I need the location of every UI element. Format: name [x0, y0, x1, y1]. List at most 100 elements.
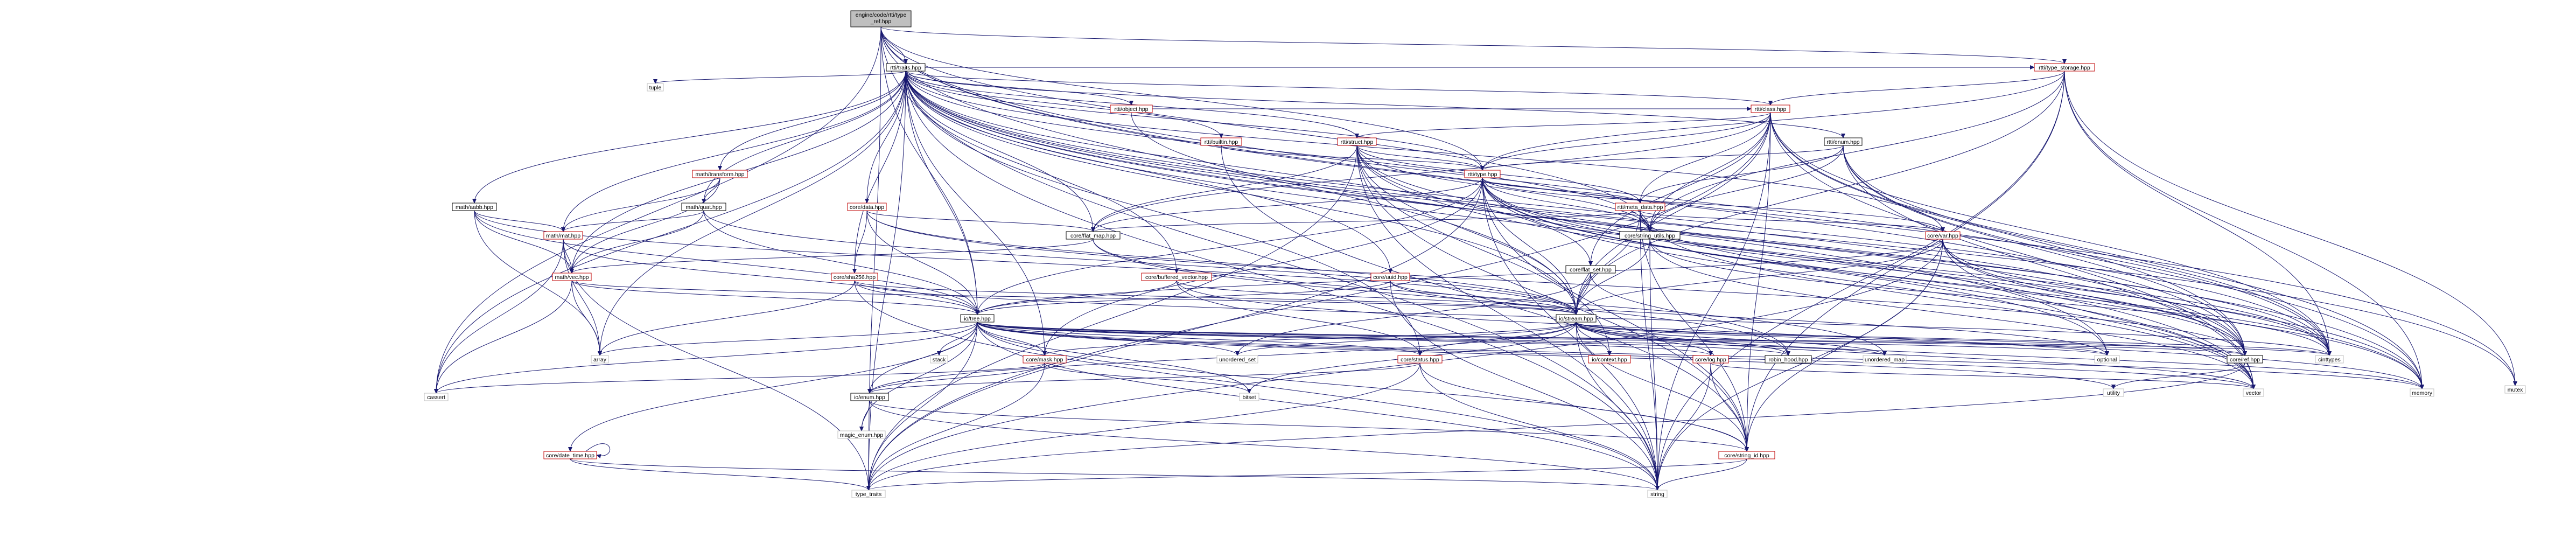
node-robin-hood[interactable]: robin_hood.hpp: [1765, 355, 1812, 364]
edge-rtti_meta-to-core_flat_map: [1091, 210, 1641, 232]
node-core-string-utils[interactable]: core/string_utils.hpp: [1619, 231, 1681, 240]
node-label: cassert: [427, 394, 445, 401]
edge-core_uuid-to-io_stream: [1390, 280, 1578, 315]
edge-io_tree-to-robin_hood: [977, 322, 1790, 356]
node-box: [1023, 355, 1067, 364]
edge-root-to-string: [880, 26, 1660, 491]
node-io-enum[interactable]: io/enum.hpp: [850, 393, 889, 401]
node-label: core/string_id.hpp: [1724, 452, 1769, 459]
edge-core_string_utils-to-vector: [1649, 239, 2256, 389]
node-traits[interactable]: rtti/traits.hpp: [886, 63, 926, 72]
edge-rtti_class-to-vector: [1770, 112, 2256, 389]
edge-math_vec-to-cassert: [434, 280, 572, 394]
node-label: io/enum.hpp: [854, 394, 885, 401]
edge-math_aabb-to-io_stream: [474, 210, 1578, 315]
node-core-flat-set[interactable]: core/flat_set.hpp: [1565, 265, 1616, 274]
edge-type_storage-to-memory: [2064, 71, 2424, 389]
node-core-log[interactable]: core/log.hpp: [1692, 355, 1729, 364]
edge-traits-to-math_mat: [561, 71, 906, 232]
edge-core_string_id-to-type_traits: [866, 458, 1747, 491]
node-core-string-id[interactable]: core/string_id.hpp: [1718, 451, 1775, 459]
node-label: memory: [2412, 390, 2433, 396]
edge-math_quat-to-math_vec: [570, 210, 704, 274]
node-optional: optional: [2094, 355, 2120, 364]
edge-io_enum-to-magic_enum: [859, 400, 870, 431]
edge-rtti_struct-to-vector: [1356, 145, 2256, 389]
edge-core_data-to-core_ref: [866, 210, 2247, 356]
edge-io_stream-to-core_status: [1418, 322, 1577, 356]
edge-core_var-to-memory: [1942, 239, 2424, 389]
node-rtti-object[interactable]: rtti/object.hpp: [1110, 104, 1153, 113]
node-label: core/var.hpp: [1927, 233, 1958, 239]
edge-layer: [434, 26, 2517, 491]
edge-traits-to-rtti_enum: [905, 71, 1845, 138]
node-rtti-struct[interactable]: rtti/struct.hpp: [1337, 137, 1377, 146]
node-box: [1141, 273, 1212, 281]
node-rtti-builtin[interactable]: rtti/builtin.hpp: [1200, 137, 1242, 146]
node-core-status[interactable]: core/status.hpp: [1397, 355, 1443, 364]
node-io-tree[interactable]: io/tree.hpp: [960, 314, 995, 323]
node-math-vec[interactable]: math/vec.hpp: [552, 273, 592, 281]
edge-root-to-mutex: [880, 26, 2517, 386]
node-type-storage[interactable]: rtti/type_storage.hpp: [2034, 63, 2095, 72]
node-box: [1110, 104, 1153, 113]
edge-traits-to-mutex: [905, 71, 2517, 386]
edge-io_stream-to-core_mask: [1042, 322, 1577, 356]
node-core-data[interactable]: core/data.hpp: [847, 203, 887, 211]
node-core-flat-map[interactable]: core/flat_map.hpp: [1066, 231, 1121, 240]
node-label: math/transform.hpp: [695, 171, 744, 178]
node-label: rtti/type.hpp: [1468, 171, 1497, 178]
edge-traits-to-core_buffered_vector: [905, 71, 1179, 274]
edge-type_storage-to-cinttypes: [2064, 71, 2332, 356]
node-box: [1647, 490, 1668, 498]
edge-core_sha256-to-array: [598, 280, 855, 356]
node-label: core/flat_map.hpp: [1070, 233, 1116, 239]
edge-rtti_enum-to-memory: [1843, 145, 2424, 389]
node-box: [1066, 231, 1121, 240]
edge-math_aabb-to-math_vec: [474, 210, 574, 274]
node-math-quat[interactable]: math/quat.hpp: [681, 203, 726, 211]
edge-traits-to-core_data: [865, 71, 906, 204]
edge-rtti_enum-to-core_string_utils: [1648, 145, 1844, 232]
node-root[interactable]: engine/code/rtti/type_ref.hpp: [850, 10, 912, 27]
edge-core_date_time-to-core_date_time: [585, 443, 611, 458]
edge-core_log-to-core_string_id: [1710, 362, 1749, 452]
node-box: [850, 393, 889, 401]
node-rtti-meta[interactable]: rtti/meta_data.hpp: [1615, 203, 1665, 211]
node-label: core/flat_set.hpp: [1570, 267, 1612, 273]
node-rtti-class[interactable]: rtti/class.hpp: [1751, 104, 1790, 113]
edge-rtti_meta-to-string: [1640, 210, 1660, 491]
node-box: [2315, 355, 2344, 364]
node-math-mat[interactable]: math/mat.hpp: [543, 231, 583, 240]
node-io-context[interactable]: io/context.hpp: [1588, 355, 1631, 364]
node-math-transform[interactable]: math/transform.hpp: [692, 170, 748, 178]
node-core-var[interactable]: core/var.hpp: [1925, 231, 1961, 240]
edge-io_stream-to-vector: [1576, 322, 2256, 389]
edge-math_vec-to-io_tree: [571, 280, 979, 315]
node-math-aabb[interactable]: math/aabb.hpp: [452, 203, 497, 211]
node-core-date-time[interactable]: core/date_time.hpp: [543, 451, 597, 459]
node-rtti-enum[interactable]: rtti/enum.hpp: [1824, 137, 1863, 146]
node-core-ref[interactable]: core/ref.hpp: [2227, 355, 2263, 364]
node-core-uuid[interactable]: core/uuid.hpp: [1370, 273, 1410, 281]
edge-type_storage-to-core_string_utils: [1648, 71, 2065, 232]
edge-math_mat-to-type_traits: [563, 239, 871, 491]
edge-core_string_utils-to-string: [1649, 239, 1660, 491]
node-label: rtti/enum.hpp: [1826, 139, 1859, 145]
node-rtti-type[interactable]: rtti/type.hpp: [1464, 170, 1501, 178]
node-box: [543, 451, 597, 459]
edge-core_flat_map-to-robin_hood: [1093, 239, 1790, 356]
edge-rtti_meta-to-core_var: [1640, 210, 1945, 232]
node-core-mask[interactable]: core/mask.hpp: [1023, 355, 1067, 364]
edge-rtti_type-to-core_var: [1482, 177, 1945, 232]
edge-rtti_type-to-core_string_id: [1482, 177, 1749, 452]
node-box: [1619, 231, 1681, 240]
edge-rtti_enum-to-rtti_meta: [1638, 145, 1844, 204]
node-core-sha256[interactable]: core/sha256.hpp: [831, 273, 878, 281]
edge-rtti_type-to-core_string_utils: [1482, 177, 1652, 232]
node-label: vector: [2246, 390, 2262, 396]
node-io-stream[interactable]: io/stream.hpp: [1556, 314, 1597, 323]
edge-io_tree-to-optional: [977, 322, 2109, 356]
node-core-buffered-vector[interactable]: core/buffered_vector.hpp: [1141, 273, 1212, 281]
node-memory: memory: [2410, 388, 2434, 397]
